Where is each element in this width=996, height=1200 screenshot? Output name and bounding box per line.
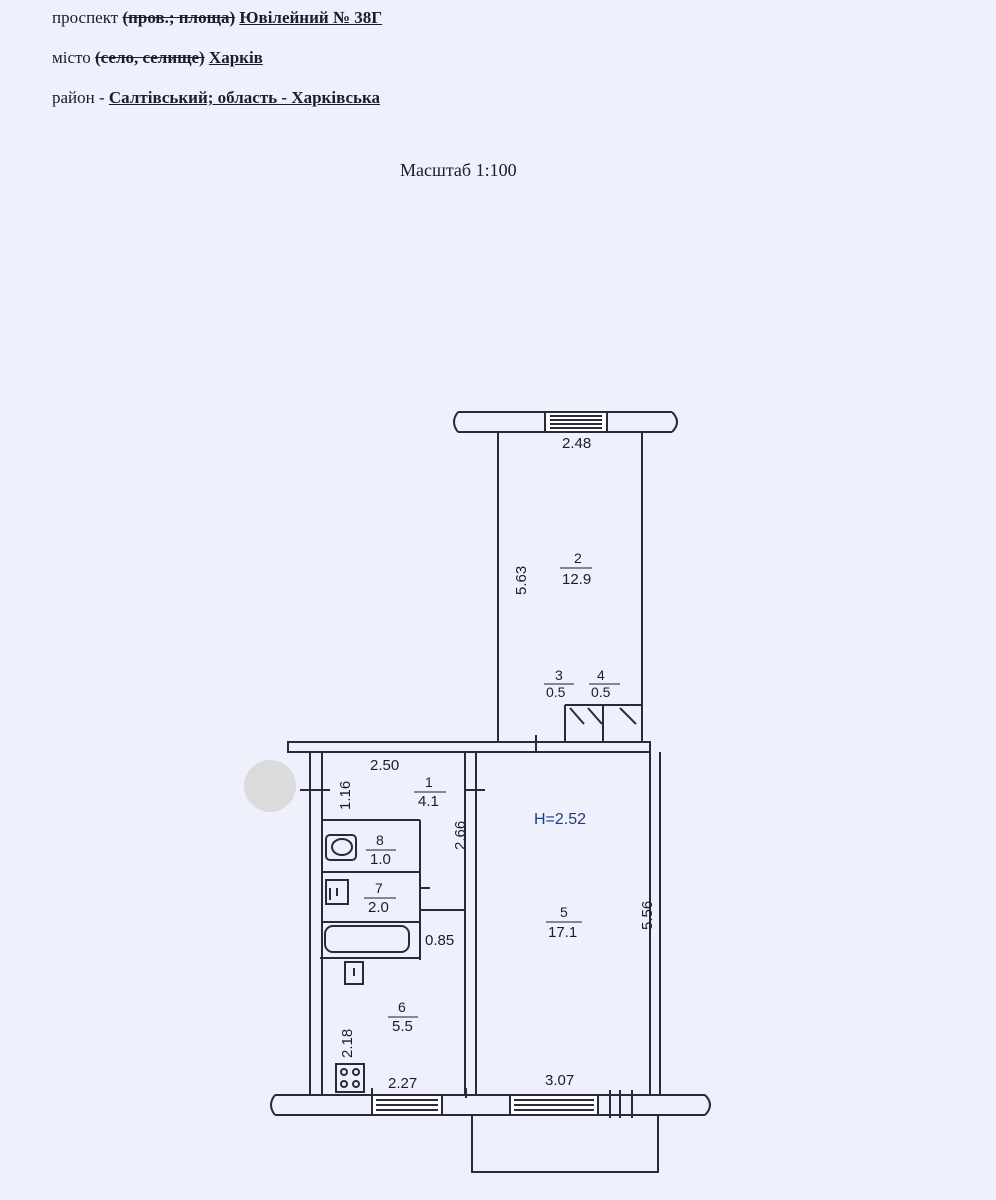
city-value: Харків bbox=[208, 48, 263, 67]
room-number: 6 bbox=[398, 999, 406, 1015]
room-7-label: 7 2.0 bbox=[364, 880, 396, 916]
room-area: 0.5 bbox=[546, 684, 566, 700]
outer-wall-right bbox=[649, 752, 661, 1095]
room-3-label: 3 0.5 bbox=[544, 667, 574, 700]
room-number: 3 bbox=[555, 667, 563, 683]
address-district-line: район - Салтівський; область - Харківськ… bbox=[52, 88, 380, 108]
address-street-line: проспект (пров.; площа) Ювілейний № 38Г bbox=[52, 8, 382, 28]
room-number: 8 bbox=[376, 832, 384, 848]
lower-balcony bbox=[471, 1115, 659, 1173]
ceiling-height-label: H=2.52 bbox=[534, 811, 586, 828]
room-area: 0.5 bbox=[591, 684, 611, 700]
room-number: 1 bbox=[425, 774, 433, 790]
dim-passage: 0.85 bbox=[425, 932, 454, 949]
dim-balcony-length: 5.63 bbox=[513, 566, 530, 595]
outer-wall-left bbox=[309, 752, 323, 1095]
district-value: Салтівський; область - Харківська bbox=[108, 88, 381, 107]
stove-fixture bbox=[335, 1063, 365, 1093]
dim-room-length: 5.56 bbox=[639, 901, 656, 930]
room-1-label: 1 4.1 bbox=[414, 774, 446, 810]
toilet-fixture bbox=[325, 834, 357, 861]
room-6-label: 6 5.5 bbox=[388, 999, 418, 1035]
outer-wall-bottom bbox=[275, 1094, 705, 1116]
room-area: 12.9 bbox=[562, 571, 591, 588]
kitchen-sink-fixture bbox=[344, 961, 364, 985]
address-city-line: місто (село, селище) Харків bbox=[52, 48, 263, 68]
bathtub-fixture bbox=[324, 925, 410, 953]
room-number: 2 bbox=[574, 550, 582, 566]
balcony-break-marks bbox=[453, 411, 678, 433]
room-5-label: 5 17.1 bbox=[546, 904, 582, 941]
outer-wall-top bbox=[287, 741, 651, 753]
city-struck-options: (село, селище) bbox=[94, 48, 205, 67]
record-indicator-dot[interactable] bbox=[244, 760, 296, 812]
street-value: Ювілейний № 38Г bbox=[239, 8, 383, 27]
street-struck-options: (пров.; площа) bbox=[122, 8, 236, 27]
dim-room-width: 3.07 bbox=[545, 1072, 574, 1089]
room-area: 4.1 bbox=[418, 793, 439, 810]
street-prefix: проспект bbox=[52, 8, 119, 27]
room-area: 2.0 bbox=[368, 899, 389, 916]
room-number: 7 bbox=[375, 880, 383, 896]
district-prefix: район - bbox=[52, 88, 105, 107]
dim-kitchen-depth: 2.18 bbox=[339, 1029, 356, 1058]
sink-fixture bbox=[325, 879, 349, 905]
partition-wet bbox=[322, 819, 421, 960]
closet-walls bbox=[564, 704, 642, 748]
dim-hall-depth: 1.16 bbox=[337, 781, 354, 810]
dim-balcony-width: 2.48 bbox=[562, 435, 591, 452]
dim-kitchen-width: 2.27 bbox=[388, 1075, 417, 1092]
dim-hall-width: 2.50 bbox=[370, 757, 399, 774]
partition-main bbox=[464, 752, 477, 1095]
room-area: 1.0 bbox=[370, 851, 391, 868]
room-area: 5.5 bbox=[392, 1018, 413, 1035]
room-number: 5 bbox=[560, 904, 568, 920]
room-number: 4 bbox=[597, 667, 605, 683]
scale-label: Масштаб 1:100 bbox=[400, 160, 517, 180]
room-area: 17.1 bbox=[548, 924, 577, 941]
city-prefix: місто bbox=[52, 48, 91, 67]
room-4-label: 4 0.5 bbox=[589, 667, 620, 700]
room-2-label: 2 12.9 bbox=[560, 550, 592, 588]
room-8-label: 8 1.0 bbox=[366, 832, 396, 868]
dim-hall-length: 2.66 bbox=[452, 821, 469, 850]
